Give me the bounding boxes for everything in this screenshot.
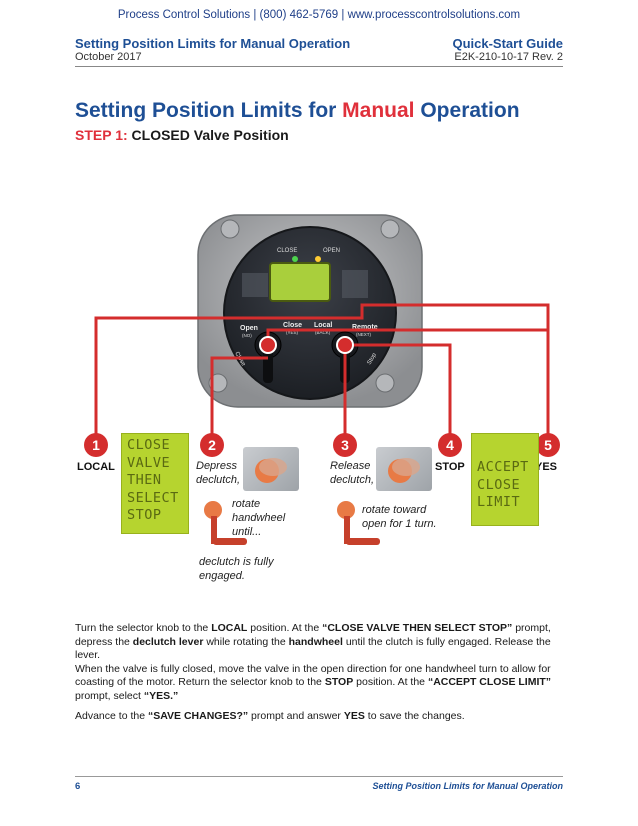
step-badge-5: 5	[536, 433, 560, 457]
para-bold: declutch lever	[132, 635, 204, 648]
para-text: prompt, select	[75, 689, 144, 702]
header-date: October 2017	[75, 51, 142, 63]
lcd-line: STOP	[127, 507, 162, 523]
step2-text-line2: declutch,	[196, 474, 241, 486]
page-title: Setting Position Limits for Manual Opera…	[75, 99, 520, 123]
para-text: Turn the selector knob to the	[75, 622, 212, 634]
page-title-part1: Setting Position Limits for	[75, 99, 343, 122]
header-guide-title: Quick-Start Guide	[452, 36, 563, 51]
para-text: until the clutch is fully engaged. Relea…	[75, 635, 551, 662]
lcd-line: CLOSE	[477, 476, 521, 493]
para-text: Advance to the	[75, 710, 148, 722]
page-number: 6	[75, 781, 81, 792]
device-close-label: CLOSE	[277, 248, 297, 254]
para-bold: handwheel	[288, 635, 343, 648]
header-section-title: Setting Position Limits for Manual Opera…	[75, 36, 351, 51]
step3-rotate-text: rotate toward open for 1 turn.	[362, 503, 437, 531]
step3-rotate-line2: open for 1 turn.	[362, 518, 437, 530]
para-text: When the valve is fully closed, move the…	[75, 662, 551, 689]
step2-result-text: declutch is fully engaged.	[199, 555, 274, 583]
step2-rotate-text: rotate handwheel until...	[232, 497, 285, 539]
lcd-display-accept-prompt: ACCEPT CLOSE LIMIT	[471, 433, 539, 526]
lcd-display-close-prompt: CLOSE VALVE THEN SELECT STOP	[121, 433, 189, 534]
knob-sublabel-close: (YES)	[286, 330, 299, 335]
knob-sublabel-remote: (NEXT)	[356, 332, 372, 337]
para-text: position. At the	[247, 622, 323, 634]
para-bold: “SAVE CHANGES?”	[147, 710, 249, 722]
lcd-line: ACCEPT	[477, 459, 529, 475]
para-text: position. At the	[353, 676, 428, 688]
step2-after-line1: declutch is fully	[199, 556, 274, 568]
step2-rotate-line2: handwheel	[232, 512, 286, 524]
step2-text-line1: Depress	[196, 460, 237, 472]
page-title-part2: Operation	[414, 99, 520, 122]
step2-instruction: Depress declutch,	[196, 459, 240, 487]
yes-label: YES	[535, 461, 558, 473]
device-open-label: OPEN	[323, 248, 340, 254]
step2-rotate-line3: until...	[232, 526, 262, 538]
step3-instruction: Release declutch,	[330, 459, 374, 487]
knob-sublabel-open: (NO)	[242, 333, 252, 338]
lcd-line: THEN	[127, 472, 162, 488]
para-bold: STOP	[324, 676, 354, 688]
step-badge-4: 4	[438, 433, 462, 457]
footer-section-title: Setting Position Limits for Manual Opera…	[372, 781, 563, 791]
lcd-line: VALVE	[127, 454, 171, 471]
step-badge-2: 2	[200, 433, 224, 457]
step-heading: STEP 1: CLOSED Valve Position	[75, 127, 289, 143]
para-bold: “YES.”	[143, 689, 179, 702]
lcd-line: LIMIT	[477, 494, 521, 510]
step-text: CLOSED Valve Position	[127, 127, 289, 143]
lcd-line: SELECT	[127, 489, 179, 506]
footer-divider	[75, 776, 563, 777]
header-divider	[75, 66, 563, 67]
para-bold: “ACCEPT CLOSE LIMIT”	[427, 676, 552, 688]
para-text: prompt and answer	[248, 710, 344, 722]
lcd-line: CLOSE	[127, 437, 171, 453]
para-bold: “CLOSE VALVE THEN SELECT STOP”	[322, 622, 513, 634]
knob-sublabel-local: (BACK)	[315, 330, 331, 335]
para-text: prompt, depress the	[75, 622, 551, 648]
para-bold: LOCAL	[211, 622, 248, 634]
step-badge-3: 3	[333, 433, 357, 457]
page-title-highlight: Manual	[342, 99, 415, 122]
para-text: to save the changes.	[364, 710, 465, 722]
handwheel-open-photo	[332, 496, 382, 551]
handwheel-photo	[199, 496, 249, 551]
para-text: while rotating the	[203, 635, 289, 648]
step-badge-1: 1	[84, 433, 108, 457]
step2-rotate-line1: rotate	[232, 498, 261, 510]
step3-text-line1: Release	[330, 460, 371, 472]
knob-label-open: Open	[240, 325, 258, 332]
stop-label: STOP	[435, 461, 465, 473]
local-label: LOCAL	[77, 461, 115, 473]
step3-rotate-line1: rotate toward	[362, 504, 427, 516]
knob-label-close: Close	[283, 322, 302, 329]
step3-text-line2: declutch,	[330, 474, 375, 486]
para-bold: YES	[343, 710, 365, 722]
declutch-hand-photo	[243, 447, 299, 491]
step-prefix: STEP 1:	[75, 127, 128, 143]
header-document-number: E2K-210-10-17 Rev. 2	[454, 51, 563, 63]
company-contact-bar: Process Control Solutions | (800) 462-57…	[117, 9, 521, 21]
step2-after-line2: engaged.	[199, 570, 245, 582]
save-instruction-paragraph: Advance to the “SAVE CHANGES?” prompt an…	[75, 710, 565, 724]
side-label-stop: Stop	[367, 352, 379, 366]
knob-label-remote: Remote	[352, 324, 378, 331]
knob-label-local: Local	[314, 322, 332, 329]
release-hand-photo	[376, 447, 432, 491]
instruction-paragraph: Turn the selector knob to the LOCAL posi…	[75, 622, 565, 703]
